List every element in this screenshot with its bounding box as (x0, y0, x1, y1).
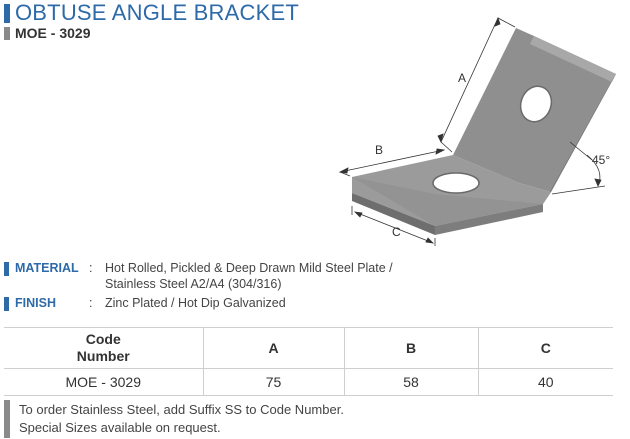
dim-b-label: B (375, 143, 383, 157)
bracket-illustration (352, 28, 616, 235)
spec-finish-label: FINISH (15, 296, 56, 310)
title-accent-bar (4, 3, 10, 23)
product-code: MOE - 3029 (15, 25, 91, 41)
notes-bar (4, 400, 10, 438)
spec-material-label: MATERIAL (15, 261, 79, 275)
title-block: OBTUSE ANGLE BRACKET (4, 2, 299, 24)
cell-b: 58 (343, 368, 478, 396)
header-c: C (477, 327, 613, 369)
header-code-number-text: Code Number (76, 331, 130, 364)
spec-material-colon: : (89, 261, 93, 275)
spec-material-line-1: Hot Rolled, Pickled & Deep Drawn Mild St… (105, 261, 393, 275)
spec-finish-line-1: Zinc Plated / Hot Dip Galvanized (105, 296, 286, 310)
code-block: MOE - 3029 (4, 25, 90, 41)
header-code-number: Code Number (4, 327, 203, 369)
code-accent-bar (4, 26, 10, 40)
angle-label: 45° (592, 153, 610, 167)
cell-c: 40 (477, 368, 613, 396)
page-title: OBTUSE ANGLE BRACKET (15, 0, 299, 25)
header-a: A (202, 327, 344, 369)
cell-code: MOE - 3029 (4, 368, 203, 396)
dimension-b (338, 148, 446, 177)
dim-c-label: C (392, 225, 401, 239)
dimensions-table: Code Number A B C MOE - 3029 75 58 40 (4, 327, 613, 396)
dim-a-label: A (458, 71, 466, 85)
dimension-a (437, 16, 516, 153)
table-header-row: Code Number A B C (4, 327, 613, 369)
spec-material-line-2: Stainless Steel A2/A4 (304/316) (105, 277, 282, 291)
spec-material-bar (4, 262, 9, 276)
dimension-c (351, 206, 436, 246)
angle-indicator (551, 141, 606, 195)
bracket-drawing: A B C 45° (338, 16, 616, 246)
spec-finish: FINISH : Zinc Plated / Hot Dip Galvanize… (4, 296, 424, 312)
table-row: MOE - 3029 75 58 40 (4, 368, 613, 396)
spec-finish-colon: : (89, 296, 93, 310)
spec-material: MATERIAL : Hot Rolled, Pickled & Deep Dr… (4, 261, 424, 291)
spec-finish-bar (4, 297, 9, 311)
note-special-sizes: Special Sizes available on request. (19, 420, 221, 435)
header-b: B (343, 327, 478, 369)
cell-a: 75 (202, 368, 344, 396)
note-stainless: To order Stainless Steel, add Suffix SS … (19, 402, 344, 417)
